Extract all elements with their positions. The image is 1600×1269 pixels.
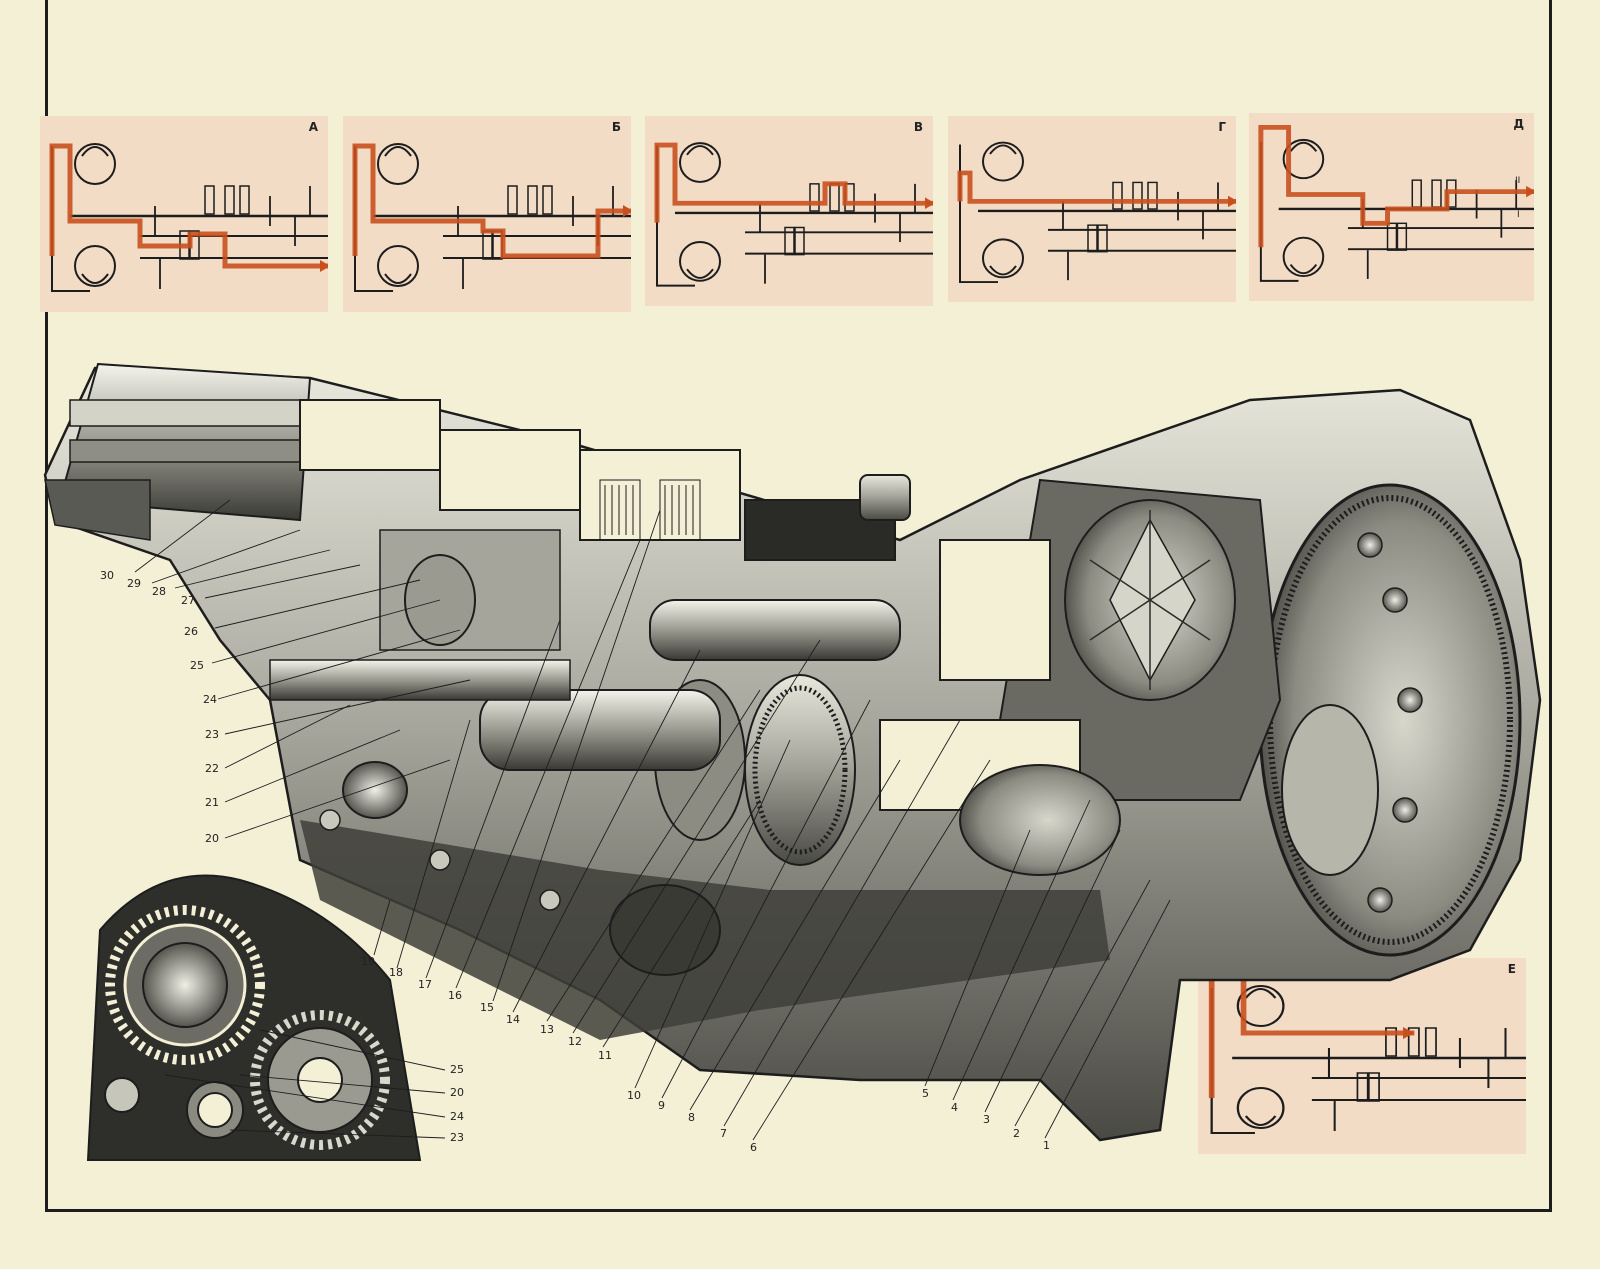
- scheme-a-lines: [49, 143, 328, 292]
- output-shaft: [44, 362, 312, 541]
- callout-23: 23: [205, 728, 219, 741]
- scheme-b: Б: [343, 116, 631, 312]
- callout-11: 11: [598, 1049, 612, 1062]
- scheme-c-letter: В: [913, 120, 923, 134]
- callout-20: 20: [205, 832, 219, 845]
- callout-17: 17: [418, 978, 432, 991]
- scheme-b-diagram: [352, 143, 631, 292]
- oil-pan: [319, 761, 721, 976]
- flywheel-ring-gear: [1258, 483, 1522, 957]
- callout-13: 13: [540, 1023, 554, 1036]
- callout-29: 29: [127, 577, 141, 590]
- callout-2: 2: [1013, 1127, 1020, 1140]
- page-frame: [45, 0, 1552, 1212]
- filler-cap: [859, 474, 911, 521]
- scheme-f-letter: Е: [1507, 962, 1516, 976]
- scheme-d-diagram: [957, 141, 1236, 284]
- callout-4: 4: [951, 1101, 958, 1114]
- callout-30: 30: [100, 569, 114, 582]
- scheme-b-letter: Б: [611, 120, 621, 134]
- inset-callout-24: 24: [450, 1110, 464, 1123]
- callout-14: 14: [506, 1013, 520, 1026]
- scheme-c-lines: [654, 142, 933, 287]
- callout-7: 7: [720, 1127, 727, 1140]
- scheme-a-diagram: [49, 143, 328, 292]
- callout-24: 24: [203, 693, 217, 706]
- scheme-c-diagram: [654, 142, 933, 287]
- cutaway-sections: [299, 399, 1081, 811]
- scheme-d-lines: [957, 141, 1236, 284]
- callout-28: 28: [152, 585, 166, 598]
- scheme-e-letter: Д: [1513, 117, 1524, 131]
- callout-21: 21: [205, 796, 219, 809]
- inset-callout-20: 20: [450, 1086, 464, 1099]
- callout-1: 1: [1043, 1139, 1050, 1152]
- callout-10: 10: [627, 1089, 641, 1102]
- callout-8: 8: [688, 1111, 695, 1124]
- scheme-e-lines: [1258, 124, 1534, 282]
- callout-18: 18: [389, 966, 403, 979]
- callout-leaders-bottom: [373, 509, 1171, 1141]
- scheme-e: Д II I: [1249, 113, 1534, 301]
- callout-15: 15: [480, 1001, 494, 1014]
- callout-5: 5: [922, 1087, 929, 1100]
- callout-16: 16: [448, 989, 462, 1002]
- callout-12: 12: [568, 1035, 582, 1048]
- inset-callout-23: 23: [450, 1131, 464, 1144]
- scheme-a: А: [40, 116, 328, 312]
- callout-26: 26: [184, 625, 198, 638]
- scheme-d: Г: [948, 116, 1236, 302]
- scheme-c: В: [645, 116, 933, 306]
- callout-9: 9: [658, 1099, 665, 1112]
- callout-19: 19: [361, 955, 375, 968]
- callout-22: 22: [205, 762, 219, 775]
- callout-25: 25: [190, 659, 204, 672]
- gear-inset: [86, 874, 446, 1161]
- scheme-f: Е: [1198, 958, 1526, 1154]
- scheme-b-lines: [352, 143, 631, 292]
- scheme-d-letter: Г: [1218, 120, 1226, 134]
- callout-leaders-left: [134, 499, 471, 839]
- inset-callout-25: 25: [450, 1063, 464, 1076]
- scheme-e-mark-ii: II: [1515, 176, 1521, 186]
- scheme-e-diagram: [1258, 124, 1534, 282]
- scheme-e-mark-i: I: [1517, 210, 1520, 220]
- callout-27: 27: [181, 594, 195, 607]
- scheme-a-letter: А: [308, 120, 318, 134]
- callout-6: 6: [750, 1141, 757, 1154]
- callout-3: 3: [983, 1113, 990, 1126]
